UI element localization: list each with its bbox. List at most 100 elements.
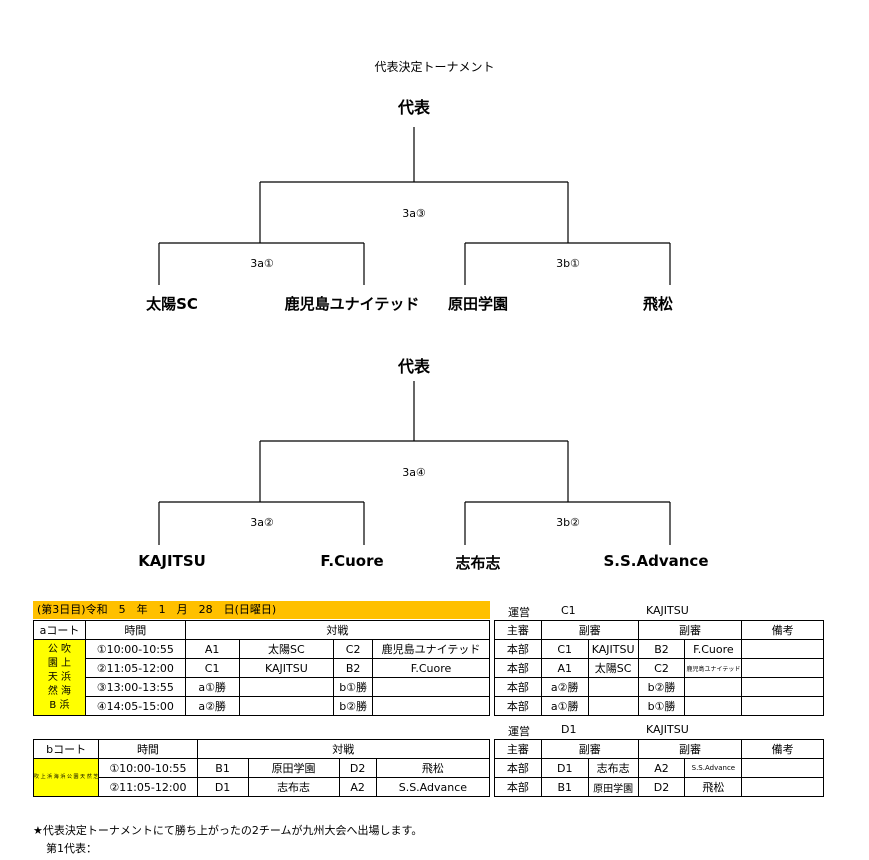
bracket2-left-match: 3a②: [250, 516, 274, 529]
referee-team-cell: [684, 696, 743, 716]
referee-cell: 本部: [494, 639, 542, 659]
team-name-cell: [372, 696, 490, 716]
qualification-note: ★代表決定トーナメントにて勝ち上がったの2チームが九州大会へ出場します。: [33, 824, 423, 837]
b-court-referee-table: 主審 副審 副審 備考 本部 D1 志布志 A2 S.S.Advance 本部 …: [494, 739, 824, 797]
sub-referee-header: 副審: [637, 739, 743, 759]
sub-referee-header: 副審: [540, 620, 639, 640]
referee-code-cell: B2: [637, 639, 686, 659]
team-name-cell: [238, 696, 335, 716]
referee-code-cell: D1: [540, 758, 589, 778]
bracket2-team: S.S.Advance: [603, 552, 709, 570]
team-code-cell: C2: [333, 639, 374, 659]
remarks-cell: [741, 758, 824, 778]
team-name-cell: 鹿児島ユナイテッド: [372, 639, 490, 659]
bracket2-final-match: 3a④: [402, 466, 426, 479]
bracket1-left-match: 3a①: [250, 257, 274, 270]
remarks-cell: [741, 658, 824, 678]
referee-code-cell: C1: [540, 639, 589, 659]
table-header-row: 主審 副審 副審 備考: [494, 620, 824, 640]
b-court-match-table: bコート 時間 対戦 吹 上 浜 海 浜 公 園 天 然 芝 ①10:00-10…: [32, 739, 491, 797]
time-cell: ③13:00-13:55: [84, 677, 186, 697]
referee-team-cell: 太陽SC: [587, 658, 639, 678]
remarks-header: 備考: [741, 620, 824, 640]
bracket1-team: 原田学園: [447, 295, 509, 313]
referee-code-cell: C2: [637, 658, 686, 678]
referee-team-cell: 原田学園: [587, 777, 639, 797]
team-name-cell: KAJITSU: [238, 658, 335, 678]
referee-team-cell: [684, 677, 743, 697]
referee-team-cell: 飛松: [684, 777, 743, 797]
court-header: bコート: [32, 739, 100, 759]
referee-cell: 本部: [494, 677, 542, 697]
table-row: 吹 上 浜 海 浜 公 園 天 然 芝 ①10:00-10:55 B1 原田学園…: [32, 758, 491, 797]
tournament-bracket-lines: [158, 127, 671, 545]
bracket1-team: 太陽SC: [146, 295, 198, 313]
referee-code-cell: D2: [637, 777, 686, 797]
team-code-cell: C1: [184, 658, 240, 678]
team-code-cell: A1: [184, 639, 240, 659]
remarks-header: 備考: [741, 739, 824, 759]
bracket1-final-match: 3a③: [402, 207, 426, 220]
schedule-date-banner: (第3日目)令和 5 年 1 月 28 日(日曜日): [33, 601, 490, 619]
table-row: ④14:05-15:00 a②勝 b②勝: [34, 696, 490, 716]
match-header: 対戦: [196, 739, 491, 759]
sub-referee-header: 副審: [540, 739, 639, 759]
b-unei-team: KAJITSU: [646, 723, 689, 736]
table-row: ②11:05-12:00 C1 KAJITSU B2 F.Cuore: [34, 658, 490, 678]
main-referee-header: 主審: [494, 620, 542, 640]
bracket2-team: 志布志: [455, 554, 501, 572]
team-code-cell: B2: [333, 658, 374, 678]
referee-code-cell: a①勝: [540, 696, 589, 716]
table-row: 本部 a①勝 b①勝: [494, 696, 824, 716]
team-code-cell: a②勝: [184, 696, 240, 716]
match-header: 対戦: [184, 620, 491, 640]
first-representative-label: 第1代表：: [46, 842, 97, 855]
main-referee-header: 主審: [494, 739, 542, 759]
referee-code-cell: a②勝: [540, 677, 589, 697]
time-cell: ④14:05-15:00: [84, 696, 186, 716]
time-header: 時間: [84, 620, 186, 640]
referee-cell: 本部: [494, 758, 542, 778]
referee-code-cell: A1: [540, 658, 589, 678]
referee-code-cell: b①勝: [637, 696, 686, 716]
team-code-cell: A2: [338, 777, 377, 797]
bracket1-team: 飛松: [642, 295, 674, 313]
referee-team-cell: KAJITSU: [587, 639, 639, 659]
bracket2-rep-label: 代表: [397, 357, 431, 376]
b-unei-label: 運営: [508, 725, 530, 738]
referee-team-cell: 鹿児島ユナイテッド: [684, 658, 743, 678]
team-code-cell: B1: [196, 758, 249, 778]
team-code-cell: b②勝: [333, 696, 374, 716]
table-row: 本部 a②勝 b②勝: [494, 677, 824, 697]
bracket1-team: 鹿児島ユナイテッド: [284, 295, 420, 313]
referee-code-cell: b②勝: [637, 677, 686, 697]
team-code-cell: D2: [338, 758, 377, 778]
team-name-cell: 原田学園: [247, 758, 340, 778]
referee-cell: 本部: [494, 777, 542, 797]
table-row: 本部 B1 原田学園 D2 飛松: [494, 777, 824, 797]
team-name-cell: 志布志: [247, 777, 340, 797]
team-name-cell: F.Cuore: [372, 658, 490, 678]
table-row: ②11:05-12:00 D1 志布志 A2 S.S.Advance: [34, 777, 491, 797]
time-header: 時間: [98, 739, 198, 759]
referee-team-cell: [587, 677, 639, 697]
team-code-cell: D1: [196, 777, 249, 797]
table-row: 本部 D1 志布志 A2 S.S.Advance: [494, 758, 824, 778]
team-name-cell: 太陽SC: [238, 639, 335, 659]
referee-cell: 本部: [494, 658, 542, 678]
a-unei-label: 運営: [508, 606, 530, 619]
referee-team-cell: F.Cuore: [684, 639, 743, 659]
remarks-cell: [741, 777, 824, 797]
page-title: 代表決定トーナメント: [374, 60, 495, 74]
table-header-row: 主審 副審 副審 備考: [494, 739, 824, 759]
referee-team-cell: S.S.Advance: [684, 758, 743, 778]
time-cell: ①10:00-10:55: [98, 758, 198, 778]
sub-referee-header: 副審: [637, 620, 743, 640]
venue-cell: 吹 上 浜 海 浜 公 園 天 然 芝: [32, 758, 100, 797]
time-cell: ①10:00-10:55: [84, 639, 186, 659]
bracket2-team: F.Cuore: [320, 552, 384, 570]
a-unei-team: KAJITSU: [646, 604, 689, 617]
